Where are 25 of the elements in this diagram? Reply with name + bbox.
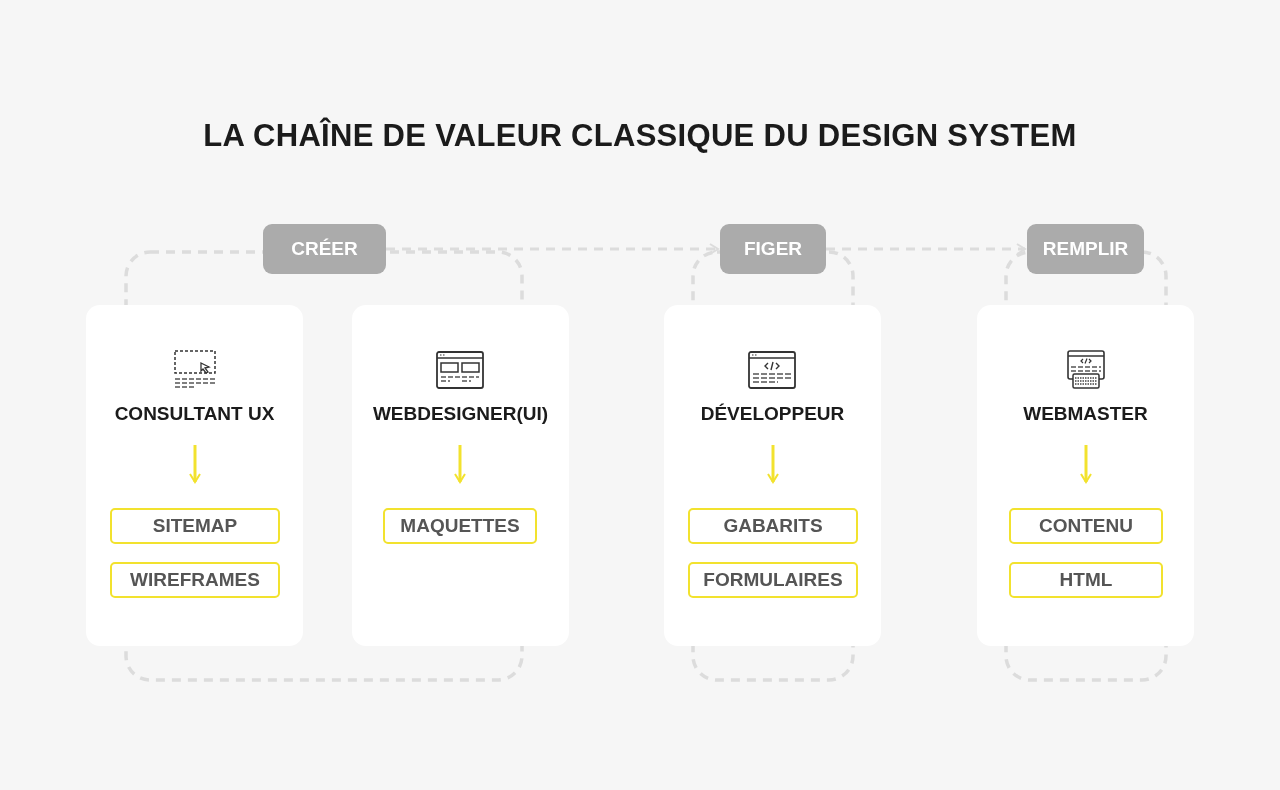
deliverable-box: CONTENU [1009,508,1163,544]
arrow [454,445,466,483]
diagram-title: LA CHAÎNE DE VALEUR CLASSIQUE DU DESIGN SYSTEM [202,118,1078,154]
arrow [767,445,779,483]
role-title: WEBDESIGNER(UI) [371,403,550,425]
phase-tab: FIGER [720,224,826,274]
role-card [352,305,569,646]
arrow [826,243,1026,255]
arrow [189,445,201,483]
role-title: WEBMASTER [1022,403,1149,425]
phase-tab: REMPLIR [1027,224,1144,274]
phase-tab: CRÉER [263,224,386,274]
arrow [1080,445,1092,483]
role-card [664,305,881,646]
role-card [86,305,303,646]
deliverable-box: MAQUETTES [383,508,537,544]
deliverable-box: FORMULAIRES [688,562,858,598]
role-card [977,305,1194,646]
deliverable-box: GABARITS [688,508,858,544]
deliverable-box: HTML [1009,562,1163,598]
role-title: CONSULTANT UX [113,403,276,425]
deliverable-box: WIREFRAMES [110,562,280,598]
role-title: DÉVELOPPEUR [699,403,846,425]
arrow [386,243,719,255]
deliverable-box: SITEMAP [110,508,280,544]
